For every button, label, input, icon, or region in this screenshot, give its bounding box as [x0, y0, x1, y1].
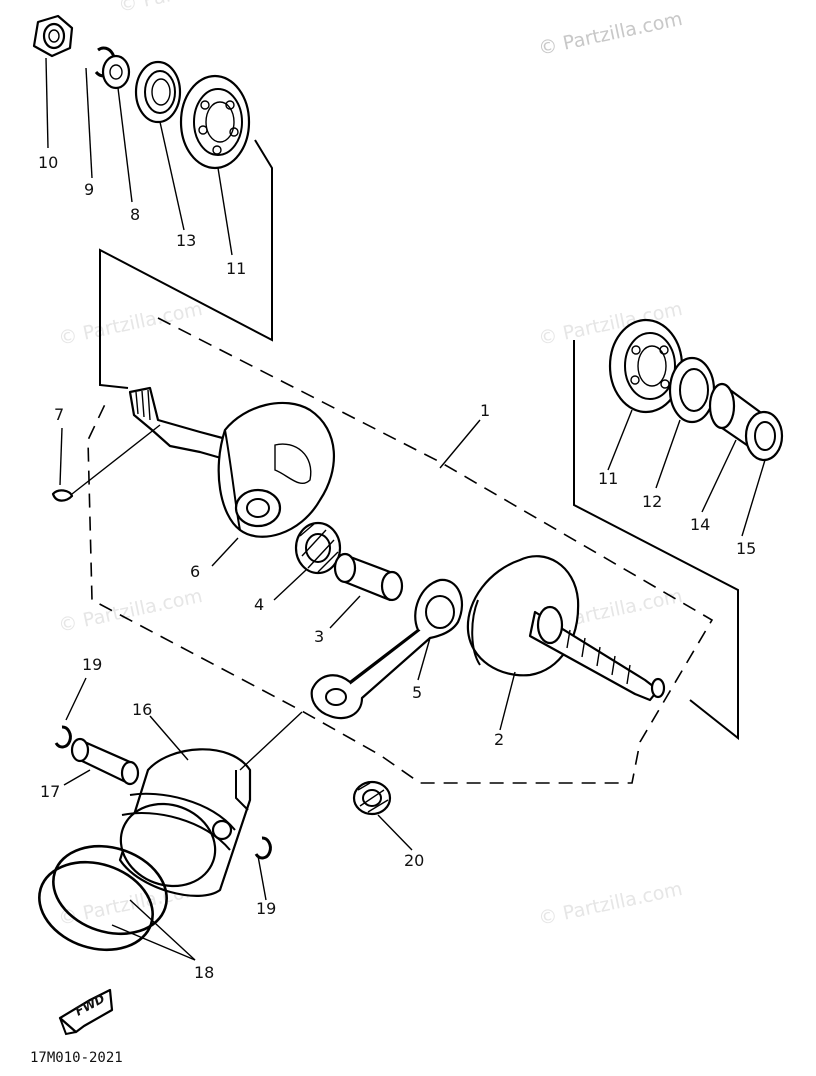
needle-bearing-part-4: [294, 521, 342, 575]
small-end-bearing-part-20: [352, 780, 392, 816]
leader-key: [71, 424, 161, 495]
crank-pin-part-3: [333, 552, 404, 602]
callout-14: 14: [690, 515, 710, 534]
callout-18: 18: [194, 963, 214, 982]
callout-1: 1: [480, 401, 490, 420]
callout-15: 15: [736, 539, 756, 558]
watermark-repeat: © Partzilla.com: [116, 0, 264, 17]
callout-11-top: 11: [226, 259, 246, 278]
bearing-group-bracket-top: [99, 139, 273, 389]
callout-12: 12: [642, 492, 662, 511]
callout-11-right: 11: [598, 469, 618, 488]
callout-4: 4: [254, 595, 264, 614]
watermark-repeat: © Partzilla.com: [56, 298, 204, 350]
collar-part-14-15: [708, 382, 784, 462]
callout-10: 10: [38, 153, 58, 172]
circlip-part-19-left: [54, 725, 72, 749]
watermark-top: © Partzilla.com: [536, 8, 684, 60]
diagram-code: 17M010-2021: [30, 1050, 123, 1066]
callout-2: 2: [494, 730, 504, 749]
watermark-repeat: © Partzilla.com: [536, 878, 684, 930]
leader-lines: [45, 57, 766, 961]
group-outlines: [87, 139, 739, 784]
callout-9: 9: [84, 180, 94, 199]
bearing-group-bracket-right: [573, 340, 739, 741]
oil-seal-part-13: [134, 60, 182, 124]
callout-17: 17: [40, 782, 60, 801]
woodruff-key-part-7: [51, 489, 74, 502]
piston-rings-part-18: [38, 844, 168, 952]
oil-seal-part-12: [668, 356, 716, 424]
callout-7: 7: [54, 405, 64, 424]
crankshaft-assembly-dashed-outline: [87, 317, 714, 784]
callout-8: 8: [130, 205, 140, 224]
watermark-repeat: © Partzilla.com: [56, 585, 204, 637]
bearing-part-11-top: [179, 74, 251, 170]
callout-3: 3: [314, 627, 324, 646]
callout-6: 6: [190, 562, 200, 581]
crankshaft-right-part-2: [466, 555, 666, 702]
piston-part-16: [118, 748, 252, 897]
connecting-rod-part-5: [310, 578, 463, 720]
piston-pin-part-17: [70, 737, 140, 786]
crank-half-left-part-6: [128, 386, 336, 538]
fwd-arrow-icon: FWD: [58, 988, 114, 1036]
callout-labels: 10 9 8 13 11 7 1 6 4 3 5 2 11 12 14 15 1…: [38, 153, 756, 982]
circlip-part-19-right: [254, 836, 272, 860]
bearing-part-11-right: [608, 318, 684, 414]
nut-part-10: [32, 14, 74, 58]
callout-19-right: 19: [256, 899, 276, 918]
washer-part-8: [101, 54, 131, 90]
callout-16: 16: [132, 700, 152, 719]
callout-20: 20: [404, 851, 424, 870]
callout-5: 5: [412, 683, 422, 702]
callout-13: 13: [176, 231, 196, 250]
callout-19-left: 19: [82, 655, 102, 674]
